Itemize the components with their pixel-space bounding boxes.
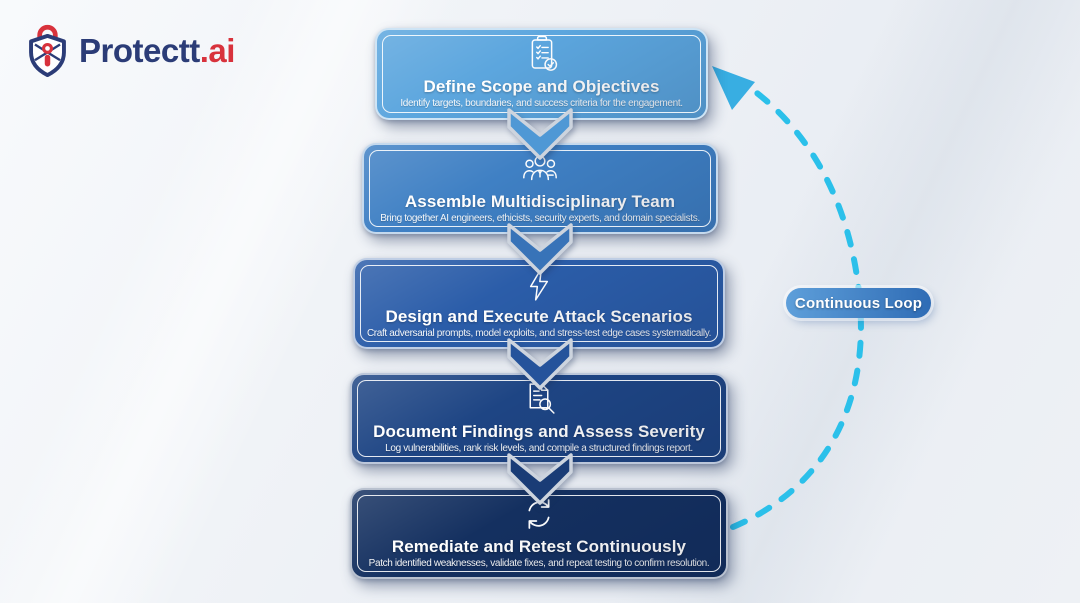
step-title: Define Scope and Objectives: [423, 77, 660, 97]
brand-logo: Protectt.ai: [24, 22, 235, 78]
step-title: Document Findings and Assess Severity: [373, 421, 705, 441]
continuous-loop-badge: Continuous Loop: [786, 288, 931, 318]
brand-text: Protectt: [79, 31, 200, 69]
chevron-down-icon: [507, 338, 573, 390]
chevron-down-icon: [507, 223, 573, 275]
step-title: Assemble Multidisciplinary Team: [404, 191, 676, 211]
step-title: Remediate and Retest Continuously: [391, 536, 687, 556]
clipboard-check-icon: [531, 35, 557, 72]
continuous-loop-label: Continuous Loop: [794, 294, 923, 312]
brand-suffix: .ai: [199, 31, 236, 69]
step-subtitle: Patch identified weaknesses, validate fi…: [368, 557, 710, 569]
chevron-down-icon: [507, 108, 573, 160]
brand-name: Protectt.ai: [79, 34, 235, 67]
step-title: Design and Execute Attack Scenarios: [385, 306, 693, 326]
loop-arrowhead-icon: [712, 66, 755, 110]
chevron-down-icon: [507, 453, 573, 505]
shield-lock-icon: [29, 25, 66, 78]
